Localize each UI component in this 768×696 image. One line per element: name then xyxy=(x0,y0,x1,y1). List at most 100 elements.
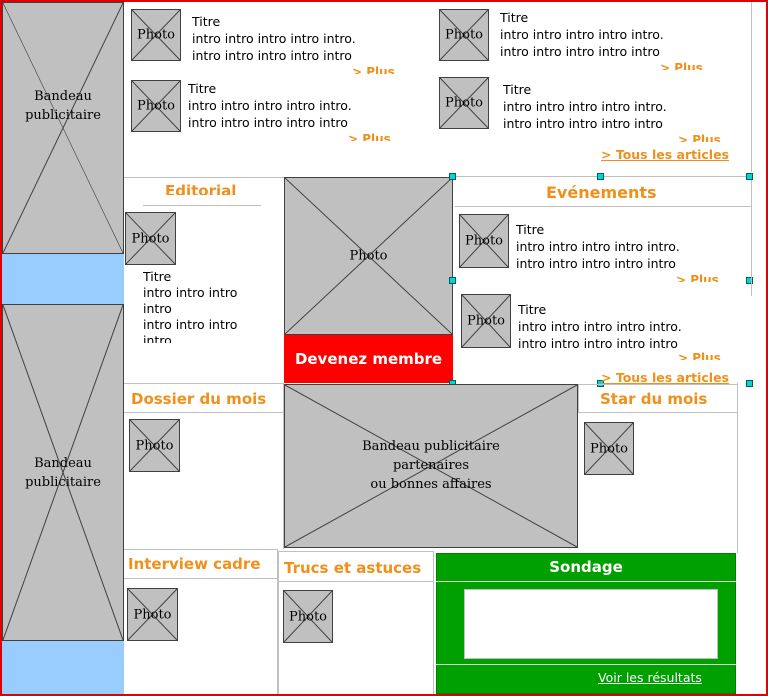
article-more-link-4[interactable]: > Plus xyxy=(678,133,721,142)
article-intro: intro intro intro intro intro xyxy=(500,44,660,59)
event-photo-2[interactable]: Photo xyxy=(461,294,511,348)
photo-label: Photo xyxy=(137,27,175,43)
left-blue-band-bottom xyxy=(2,641,124,694)
photo-label: Photo xyxy=(590,441,628,456)
event-more-link-1[interactable]: > Plus xyxy=(676,273,719,282)
selection-handle[interactable] xyxy=(449,173,456,180)
article-text-4: Titre intro intro intro intro intro. int… xyxy=(503,81,667,132)
event-photo-1[interactable]: Photo xyxy=(459,214,509,268)
all-articles-link[interactable]: > Tous les articles xyxy=(601,147,729,162)
editorial-heading: Editorial xyxy=(165,182,237,195)
selection-handle[interactable] xyxy=(746,380,753,387)
editorial-title: Titre xyxy=(143,269,172,284)
article-photo-4[interactable]: Photo xyxy=(439,77,489,129)
article-intro: intro intro intro intro intro. xyxy=(503,99,667,114)
star-photo[interactable]: Photo xyxy=(584,422,634,475)
event-more-link-2[interactable]: > Plus xyxy=(678,351,721,360)
article-more-link-1[interactable]: > Plus xyxy=(352,65,395,74)
dossier-box xyxy=(124,383,284,549)
editorial-divider xyxy=(143,205,261,206)
event-intro: intro intro intro intro intro xyxy=(516,256,676,271)
trucs-heading: Trucs et astuces xyxy=(284,559,422,577)
become-member-button[interactable]: Devenez membre xyxy=(284,335,453,383)
featured-photo[interactable]: Photo xyxy=(284,177,453,335)
trucs-divider xyxy=(278,581,434,582)
event-title: Titre xyxy=(516,222,545,237)
interview-divider xyxy=(124,578,278,579)
article-intro: intro intro intro intro intro. xyxy=(188,98,352,113)
selection-handle[interactable] xyxy=(746,277,753,284)
poll-divider xyxy=(436,664,736,665)
photo-label: Photo xyxy=(467,313,505,329)
partner-ad-banner[interactable]: Bandeau publicitaire partenaires ou bonn… xyxy=(284,384,578,548)
trucs-box xyxy=(278,551,434,694)
event-text-1: Titre intro intro intro intro intro. int… xyxy=(516,221,680,272)
article-title: Titre xyxy=(192,14,221,29)
selection-handle[interactable] xyxy=(746,173,753,180)
dossier-photo[interactable]: Photo xyxy=(129,419,180,472)
interview-heading: Interview cadre xyxy=(128,555,261,573)
star-box xyxy=(578,383,738,553)
selection-handle[interactable] xyxy=(597,380,604,387)
photo-label: Photo xyxy=(445,95,483,111)
editorial-photo[interactable]: Photo xyxy=(125,212,176,265)
photo-label: Photo xyxy=(289,609,327,624)
poll-divider xyxy=(436,581,736,582)
article-text-2: Titre intro intro intro intro intro. int… xyxy=(188,80,352,131)
interview-box xyxy=(124,549,278,694)
trucs-photo[interactable]: Photo xyxy=(283,590,333,643)
left-ad-top-label: Bandeau publicitaire xyxy=(25,89,101,123)
left-ad-banner-top[interactable]: Bandeau publicitaire xyxy=(2,2,124,254)
event-intro: intro intro intro intro intro xyxy=(518,336,678,351)
right-edge-divider xyxy=(751,180,752,296)
editorial-intro: intro intro intro xyxy=(143,285,238,300)
event-title: Titre xyxy=(518,302,547,317)
editorial-intro: intro xyxy=(143,301,172,316)
article-title: Titre xyxy=(500,10,529,25)
event-intro: intro intro intro intro intro. xyxy=(518,319,682,334)
article-intro: intro intro intro intro intro xyxy=(503,116,663,131)
dossier-heading: Dossier du mois xyxy=(131,390,267,408)
star-heading-box xyxy=(578,384,738,413)
selection-handle[interactable] xyxy=(597,173,604,180)
events-all-link[interactable]: > Tous les articles xyxy=(601,370,729,385)
article-photo-2[interactable]: Photo xyxy=(131,80,181,132)
selection-handle[interactable] xyxy=(449,277,456,284)
article-intro: intro intro intro intro intro xyxy=(192,48,352,63)
photo-label: Photo xyxy=(135,438,174,453)
left-blue-band-top xyxy=(2,254,124,304)
article-text-1: Titre intro intro intro intro intro. int… xyxy=(192,13,356,64)
interview-photo[interactable]: Photo xyxy=(127,588,178,641)
photo-label: Photo xyxy=(131,231,170,246)
article-more-link-2[interactable]: > Plus xyxy=(348,132,391,141)
article-intro: intro intro intro intro intro xyxy=(188,115,348,130)
photo-label: Photo xyxy=(445,27,483,43)
poll-question-area[interactable] xyxy=(464,589,718,659)
article-intro: intro intro intro intro intro. xyxy=(192,31,356,46)
article-photo-3[interactable]: Photo xyxy=(439,9,489,61)
photo-label: Photo xyxy=(349,248,388,264)
photo-label: Photo xyxy=(137,98,175,114)
section-divider xyxy=(124,177,284,178)
article-photo-1[interactable]: Photo xyxy=(131,9,181,61)
left-ad-bottom-label: Bandeau publicitaire xyxy=(25,455,101,490)
article-text-3: Titre intro intro intro intro intro. int… xyxy=(500,9,664,60)
editorial-intro: intro intro intro xyxy=(143,317,238,332)
poll-heading: Sondage xyxy=(549,558,623,576)
article-title: Titre xyxy=(188,81,217,96)
partner-ad-label: Bandeau publicitaire partenaires ou bonn… xyxy=(362,439,500,492)
left-ad-banner-bottom[interactable]: Bandeau publicitaire xyxy=(2,304,124,641)
article-intro: intro intro intro intro intro. xyxy=(500,27,664,42)
article-title: Titre xyxy=(503,82,532,97)
right-edge-divider xyxy=(751,2,752,172)
event-text-2: Titre intro intro intro intro intro. int… xyxy=(518,301,682,352)
poll-results-link[interactable]: Voir les résultats xyxy=(598,670,702,685)
editorial-intro: intro xyxy=(143,333,172,343)
photo-label: Photo xyxy=(465,233,503,249)
editorial-text: Titre intro intro intro intro intro intr… xyxy=(143,269,237,343)
dossier-divider xyxy=(124,412,284,413)
event-intro: intro intro intro intro intro. xyxy=(516,239,680,254)
star-heading: Star du mois xyxy=(600,390,708,408)
article-more-link-3[interactable]: > Plus xyxy=(660,61,703,70)
